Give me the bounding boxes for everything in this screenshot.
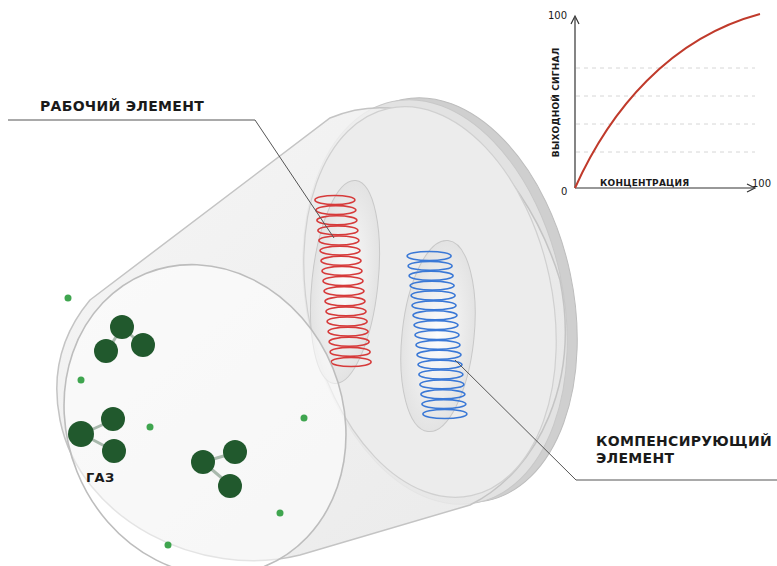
- coil-winding: [325, 297, 365, 306]
- leader-lines: [8, 120, 777, 480]
- coil-winding: [331, 358, 371, 367]
- coil-winding: [413, 311, 457, 320]
- working-coil: [315, 196, 371, 367]
- axis-tick: 0: [561, 186, 567, 198]
- coil-winding: [321, 256, 361, 265]
- coil-winding: [418, 360, 462, 369]
- coil-winding: [315, 196, 355, 205]
- cylinder-front: [18, 222, 392, 566]
- coil-winding: [320, 246, 360, 255]
- coil-winding: [318, 226, 358, 235]
- coil-winding: [322, 266, 362, 275]
- coil-winding: [420, 380, 464, 389]
- coil-winding: [410, 281, 454, 290]
- coil-winding: [415, 331, 459, 340]
- coil-winding: [417, 350, 461, 359]
- output-chart: [571, 14, 760, 192]
- coil-winding: [422, 400, 466, 409]
- axis-tick: 100: [752, 178, 771, 190]
- coil-winding: [408, 261, 452, 270]
- coil-winding: [327, 317, 367, 326]
- compensating-coil: [407, 252, 467, 419]
- coil-winding: [328, 327, 368, 336]
- part-label: РАБОЧИЙ ЭЛЕМЕНТ: [40, 98, 204, 115]
- axis-tick: 100: [548, 10, 567, 22]
- coil-winding: [326, 307, 366, 316]
- coil-winding: [416, 340, 460, 349]
- coil-winding: [423, 410, 467, 419]
- axis-title: ВЫХОДНОЙ СИГНАЛ: [552, 47, 563, 156]
- part-label: КОМПЕНСИРУЮЩИЙ ЭЛЕМЕНТ: [596, 433, 761, 467]
- gas-label: ГАЗ: [86, 470, 114, 486]
- coil-winding: [414, 321, 458, 330]
- coil-winding: [411, 291, 455, 300]
- coil-winding: [409, 271, 453, 280]
- coil-winding: [419, 370, 463, 379]
- compensating-capsule: [392, 237, 484, 435]
- coil-winding: [324, 287, 364, 296]
- coil-winding: [421, 390, 465, 399]
- coil-winding: [323, 277, 363, 286]
- coil-winding: [316, 206, 356, 215]
- gas-molecules: [65, 295, 308, 549]
- coil-winding: [407, 252, 451, 261]
- coil-winding: [329, 337, 369, 346]
- coil-winding: [330, 347, 370, 356]
- coil-winding: [317, 216, 357, 225]
- axis-title: КОНЦЕНТРАЦИЯ: [600, 178, 689, 189]
- coil-winding: [412, 301, 456, 310]
- coil-winding: [319, 236, 359, 245]
